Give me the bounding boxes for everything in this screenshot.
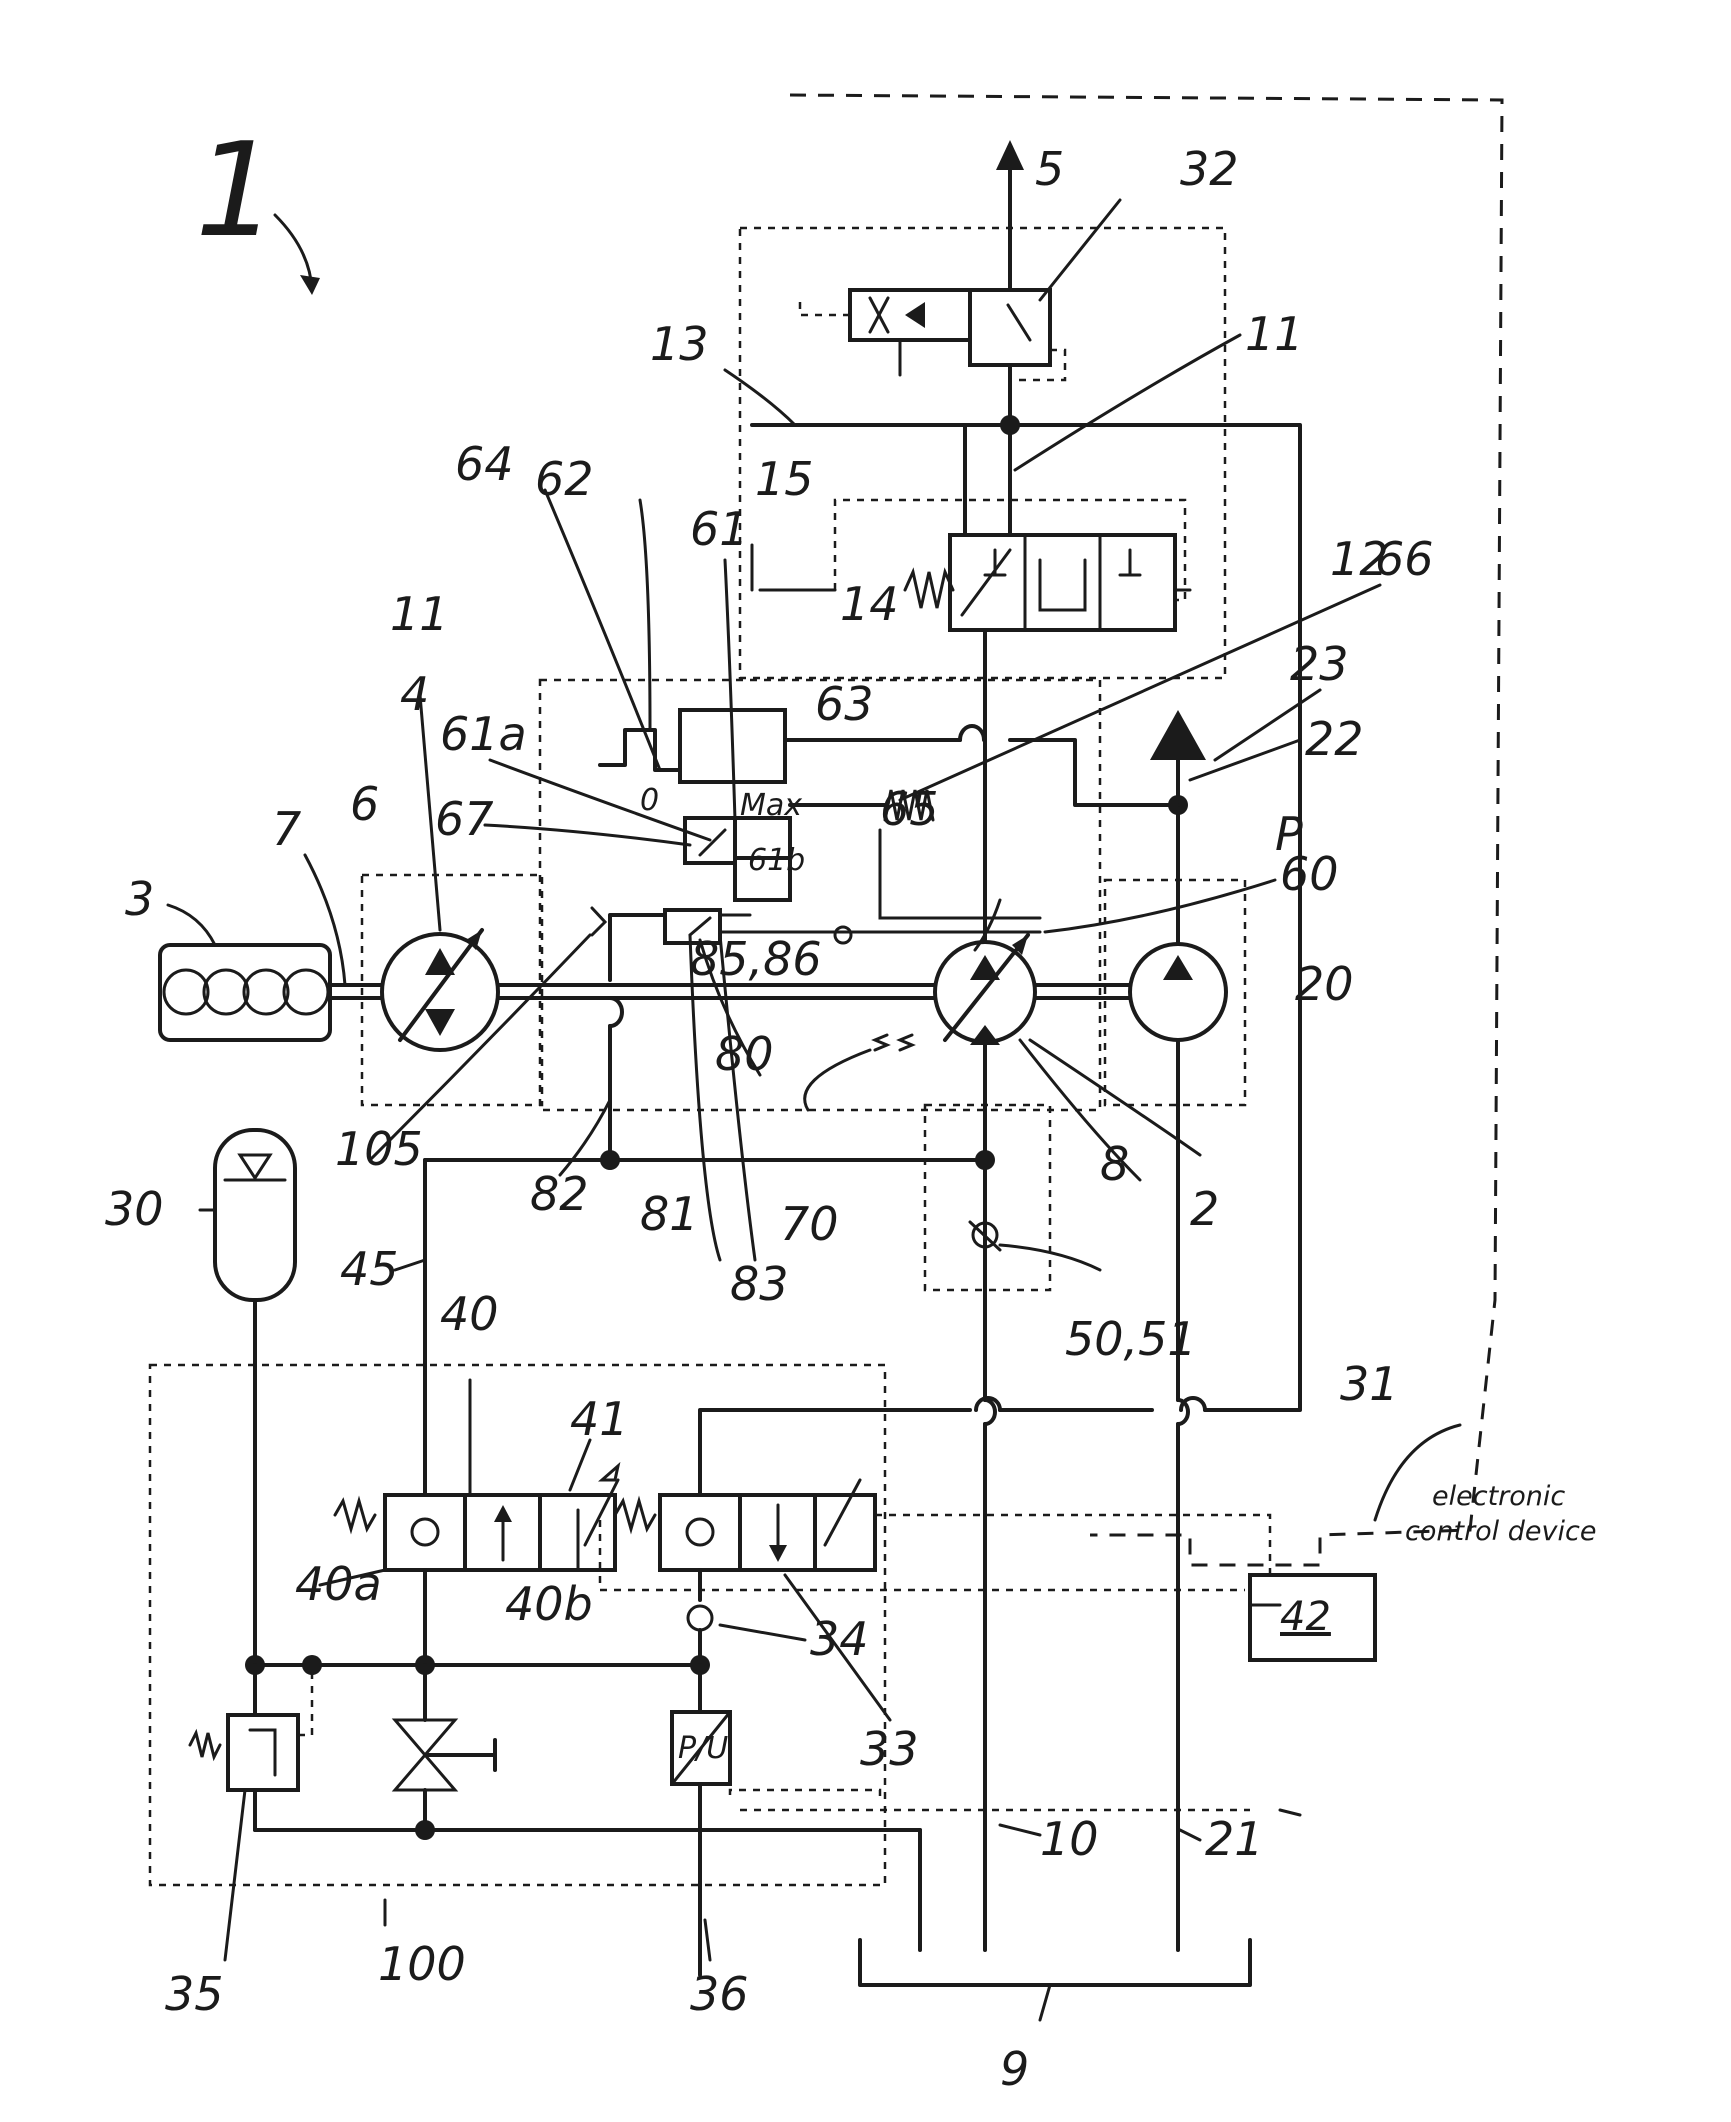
wavy-70b [900,1035,912,1050]
label-check-34: 34 [810,1612,869,1666]
spring-14 [905,572,953,608]
engine [160,945,330,1040]
label-pump-2: 2 [1190,1182,1219,1236]
line-63-b [1010,740,1178,805]
label-line-13: 13 [650,317,709,371]
label-part-70: 70 [780,1197,839,1251]
hop-31-a [1181,1398,1205,1410]
label-consumer: 5 [1035,142,1064,196]
label-module-100: 100 [378,1937,466,1991]
label-accumulator: 30 [105,1182,164,1236]
label-arrow-23: 23 [1290,637,1349,691]
label-part-81: 81 [640,1187,699,1241]
label-valve-61b: 61b [748,843,805,878]
annotation-line1: electronic [1432,1481,1565,1512]
label-line-15: 15 [755,452,814,506]
label-valve-41: 41 [570,1392,629,1446]
valve-40 [335,1466,618,1570]
check-34 [688,1606,712,1630]
valve-32 [800,290,1065,380]
label-part-83: 83 [730,1257,789,1311]
label-sensor-36: 36 [690,1967,749,2021]
label-line-65: 65 [880,782,939,836]
annotation-line2: control device [1405,1516,1596,1547]
label-zero: 0 [640,783,659,818]
label-spring-14: 14 [840,577,899,631]
hop-82 [610,998,622,1026]
valve-33 [615,1480,875,1570]
label-valve-40a: 40a [295,1557,382,1611]
line-to-33 [700,1410,970,1495]
label-swash: 8 [1100,1137,1129,1191]
label-line-21: 21 [1205,1812,1264,1866]
label-engine: 3 [125,872,154,926]
label-line-11: 11 [1245,307,1304,361]
label-valve-61a: 61a [440,707,527,761]
main-pump-2 [935,935,1035,1045]
line-65 [880,830,1040,918]
label-sensor-text: P/U [678,1731,728,1766]
label-valve-61: 61 [690,502,749,556]
label-secondary-unit: 6 [350,777,379,831]
label-control-42: 42 [1280,1594,1331,1640]
arrow-5 [996,140,1024,170]
wavy-70 [875,1035,887,1050]
check-valve-box [925,1105,1050,1290]
ctrl-line-a [875,1515,1270,1575]
hop-63 [960,726,984,740]
label-tank-64: 64 [455,437,514,491]
line-10-hop [985,1400,995,1424]
label-system: 1 [195,114,278,266]
directional-valve-12 [950,535,1175,630]
label-valve-40: 40 [440,1287,499,1341]
label-part-67: 67 [435,792,494,846]
relief-valve-35 [190,1665,312,1790]
label-valve-40b: 40b [505,1577,593,1631]
label-line-11b: 11 [390,587,449,641]
label-line-63: 63 [815,677,874,731]
label-line-82: 82 [530,1167,589,1221]
label-max: Max [740,788,802,823]
pump-motor-6 [382,930,498,1050]
label-tank: 9 [1000,2042,1029,2096]
label-pump-20: 20 [1295,957,1354,1011]
label-pump-motor: 4 [400,667,429,721]
label-line-31: 31 [1340,1357,1399,1411]
label-valve-33: 33 [860,1722,919,1776]
ctrl-line-d [730,1790,880,1800]
tank-64-symbol [600,730,680,770]
label-relief-35: 35 [165,1967,224,2021]
arrow-23 [1150,710,1206,760]
label-spring-66: 66 [1375,532,1434,586]
label-check-50: 50,51 [1065,1312,1197,1366]
label-part-105: 105 [335,1122,423,1176]
shutoff-valve [395,1720,495,1790]
label-part-85: 85,86 [690,932,822,986]
label-block-62: 62 [535,452,594,506]
label-shaft: 7 [272,802,301,856]
arrow-105 [592,908,605,935]
feed-pump-20 [1130,944,1226,1040]
line-105 [610,915,665,980]
accumulator-30 [215,1130,295,1300]
label-valve-80: 80 [715,1027,774,1081]
label-valve-32: 32 [1180,142,1239,196]
label-pilot-60: 60 [1280,847,1339,901]
label-line-22: 22 [1305,712,1364,766]
label-line-45: 45 [340,1242,399,1296]
label-line-10: 10 [1040,1812,1099,1866]
